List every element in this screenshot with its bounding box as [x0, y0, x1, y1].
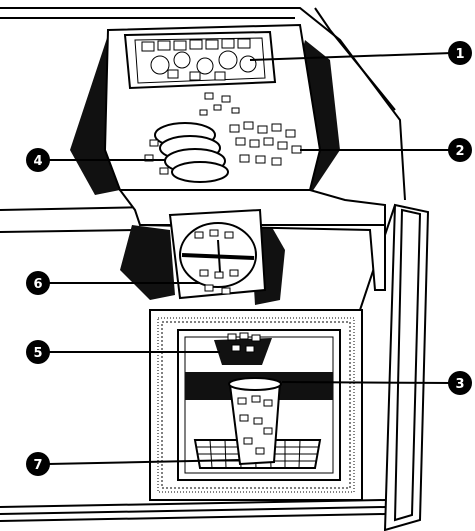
callout-badge-4: 4 [26, 148, 50, 172]
callout-badge-5: 5 [26, 340, 50, 364]
callout-badge-2: 2 [448, 138, 472, 162]
housing-shadow-left [120, 225, 175, 300]
callout-label-6: 6 [33, 277, 42, 292]
callout-badge-3: 3 [448, 371, 472, 395]
leader-3 [282, 382, 452, 383]
callout-label-7: 7 [33, 458, 42, 473]
ice-chute [214, 338, 272, 365]
callout-badge-7: 7 [26, 452, 50, 476]
crusher-housing [120, 190, 385, 305]
dispenser-panel [150, 310, 362, 500]
door-frame [360, 205, 428, 530]
bottom-rails [0, 500, 385, 521]
callout-label-2: 2 [455, 144, 464, 159]
callout-badge-6: 6 [26, 271, 50, 295]
callout-label-5: 5 [33, 346, 42, 361]
callout-label-3: 3 [455, 377, 464, 392]
callout-label-4: 4 [33, 154, 42, 169]
ice-bin [70, 25, 340, 195]
callout-label-1: 1 [455, 47, 464, 62]
callout-badge-1: 1 [448, 41, 472, 65]
